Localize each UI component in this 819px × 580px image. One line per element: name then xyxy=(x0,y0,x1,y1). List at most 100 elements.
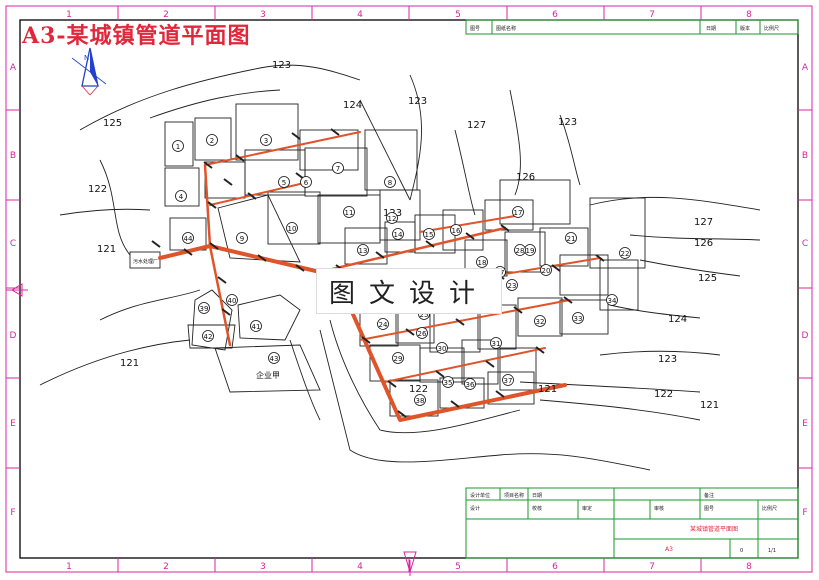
column-number: 3 xyxy=(260,10,266,20)
svg-text:10: 10 xyxy=(288,225,297,233)
parcel-number: 4 xyxy=(175,190,187,202)
row-letter: D xyxy=(10,331,17,341)
parcel-number: 19 xyxy=(524,244,536,256)
row-letter: D xyxy=(802,331,809,341)
manhole-mark xyxy=(450,400,460,408)
svg-text:24: 24 xyxy=(379,321,388,329)
manhole-mark xyxy=(425,240,435,248)
parcel-number: 38 xyxy=(414,394,426,406)
parcel-number: 32 xyxy=(534,315,546,327)
manhole-mark xyxy=(455,318,465,326)
title-block-cell: 设计单位 xyxy=(470,492,490,499)
manhole-mark xyxy=(435,370,445,378)
column-number: 5 xyxy=(455,10,461,20)
svg-text:4: 4 xyxy=(179,193,184,201)
place-label-treatment: 污水处理厂 xyxy=(133,258,158,265)
parcel-number: 17 xyxy=(512,206,524,218)
title-block xyxy=(465,487,799,559)
svg-text:1: 1 xyxy=(176,143,180,151)
manhole-mark xyxy=(465,232,475,240)
parcel-number: 26 xyxy=(416,327,428,339)
parcel-number: 33 xyxy=(572,312,584,324)
svg-text:15: 15 xyxy=(425,231,434,239)
row-letter: C xyxy=(802,239,808,249)
parcel-number: 8 xyxy=(384,176,396,188)
svg-text:40: 40 xyxy=(228,297,237,305)
parcel-number: 12 xyxy=(386,212,398,224)
svg-text:30: 30 xyxy=(438,345,447,353)
svg-text:20: 20 xyxy=(542,267,551,275)
row-letter: B xyxy=(802,151,808,161)
svg-text:36: 36 xyxy=(466,381,475,389)
parcel-number: 30 xyxy=(436,342,448,354)
contour-label: 125 xyxy=(698,273,717,284)
parcel-blocks xyxy=(129,103,646,417)
contour-label: 122 xyxy=(88,184,107,195)
parcel-number: 29 xyxy=(392,352,404,364)
parcel-number: 37 xyxy=(502,374,514,386)
svg-text:6: 6 xyxy=(304,179,309,187)
manhole-mark xyxy=(295,264,305,272)
manhole-mark xyxy=(397,410,407,418)
svg-text:5: 5 xyxy=(282,179,286,187)
title-block-sheet-size: A3 xyxy=(665,546,673,553)
title-block-cell: 备注 xyxy=(704,492,714,499)
svg-text:9: 9 xyxy=(240,235,244,243)
row-letter: E xyxy=(802,419,808,429)
manhole-mark xyxy=(203,161,213,169)
manhole-mark xyxy=(375,251,385,259)
top-strip-cell: 图号 xyxy=(470,26,480,32)
svg-text:8: 8 xyxy=(388,179,392,187)
manhole-mark xyxy=(151,240,161,248)
parcel-number: 42 xyxy=(202,330,214,342)
parcel-number: 11 xyxy=(343,206,355,218)
title-block-cell: 图号 xyxy=(704,506,714,512)
manhole-mark xyxy=(387,380,397,388)
row-letter: A xyxy=(802,63,809,73)
north-arrow: N xyxy=(71,47,107,96)
title-block-cell: 比例尺 xyxy=(762,505,777,512)
column-number: 1 xyxy=(66,562,72,572)
svg-text:7: 7 xyxy=(336,165,340,173)
manhole-mark xyxy=(361,336,371,344)
svg-text:13: 13 xyxy=(359,247,368,255)
manhole-mark xyxy=(221,308,231,316)
column-number: 7 xyxy=(649,562,655,572)
manhole-mark xyxy=(257,254,267,262)
parcel-number: 3 xyxy=(260,134,272,146)
manhole-mark xyxy=(291,132,301,140)
svg-text:35: 35 xyxy=(444,379,453,387)
parcel-number: 2 xyxy=(206,134,218,146)
svg-text:37: 37 xyxy=(504,377,513,385)
contour-label: 126 xyxy=(694,238,713,249)
manhole-mark xyxy=(235,154,245,162)
drawing-title: A3-某城镇管道平面图 xyxy=(22,23,251,49)
north-label: N xyxy=(84,54,89,62)
parcel-number: 28 xyxy=(514,244,526,256)
parcel-number: 41 xyxy=(250,320,262,332)
parcel-number: 7 xyxy=(332,162,344,174)
svg-text:19: 19 xyxy=(526,247,535,255)
row-letter: E xyxy=(10,419,16,429)
svg-text:29: 29 xyxy=(394,355,403,363)
row-letter: B xyxy=(10,151,16,161)
manhole-mark xyxy=(551,264,561,272)
svg-text:31: 31 xyxy=(492,340,501,348)
svg-text:43: 43 xyxy=(270,355,279,363)
svg-text:14: 14 xyxy=(394,231,403,239)
manhole-mark xyxy=(217,276,227,284)
contour-label: 126 xyxy=(516,172,535,183)
parcel-number: 13 xyxy=(357,244,369,256)
title-block-cell: 审核 xyxy=(654,505,664,512)
svg-text:21: 21 xyxy=(567,235,576,243)
manhole-mark xyxy=(495,390,505,398)
contour-label: 124 xyxy=(343,100,362,111)
title-block-cell: 校核 xyxy=(532,505,542,512)
parcel-number: 43 xyxy=(268,352,280,364)
svg-text:26: 26 xyxy=(418,330,427,338)
svg-text:42: 42 xyxy=(204,333,213,341)
manhole-mark xyxy=(209,242,219,250)
